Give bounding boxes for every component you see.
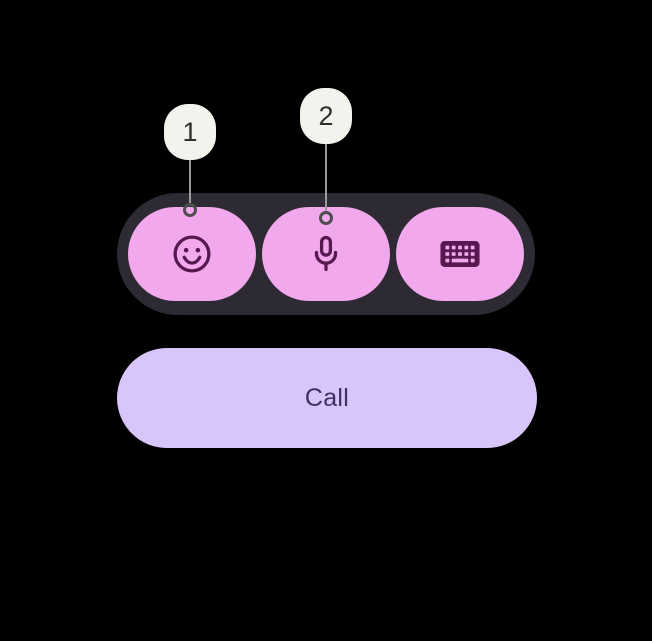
callout-2-badge: 2 (300, 88, 352, 144)
keyboard-button[interactable] (396, 207, 524, 301)
callout-1-connector (189, 160, 191, 203)
microphone-icon (304, 232, 348, 276)
callout-2: 2 (300, 88, 352, 225)
emoji-button[interactable] (128, 207, 256, 301)
callout-2-marker (319, 211, 333, 225)
callout-1: 1 (164, 104, 216, 217)
call-button-label: Call (304, 383, 350, 412)
callout-1-badge: 1 (164, 104, 216, 160)
emoji-icon (170, 232, 214, 276)
callout-2-connector (325, 144, 327, 211)
call-button[interactable]: Call (117, 348, 537, 448)
callout-1-marker (183, 203, 197, 217)
keyboard-icon (437, 231, 483, 277)
